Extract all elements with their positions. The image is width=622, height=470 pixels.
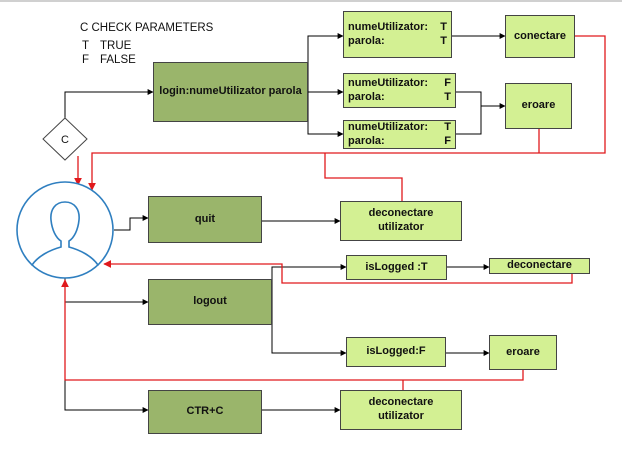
islogged-true-node: isLogged :T: [346, 255, 447, 280]
ctrc-node: CTR+C: [148, 390, 262, 434]
check-value: T: [440, 20, 447, 33]
edge-logout-islogged-f: [271, 302, 347, 356]
node-line: utilizator: [378, 410, 424, 422]
logout-node: logout: [148, 279, 272, 325]
islogged-false-node: isLogged:F: [346, 337, 446, 367]
edge-login-check-tf: [307, 92, 344, 137]
return-logout-eroare: [61, 279, 524, 381]
legend-item-true: T TRUE: [82, 40, 131, 52]
edge-check-tf-eroare: [456, 106, 482, 135]
decision-diamond: [42, 117, 88, 161]
edge-logout-islogged-t: [271, 264, 347, 302]
check-value: T: [440, 34, 447, 47]
legend-meaning: TRUE: [100, 40, 132, 52]
node-line: utilizator: [378, 221, 424, 233]
node-line: deconectare: [368, 396, 434, 409]
conectare-node: conectare: [505, 15, 575, 58]
quit-node: quit: [148, 196, 262, 243]
check-label: numeUtilizator:: [348, 76, 429, 89]
edge-avatar-quit: [114, 215, 149, 231]
legend-key: T: [82, 40, 90, 52]
edge-login-check-tt: [307, 33, 344, 92]
check-node-user-false-pass-true: numeUtilizator: F parola: T: [343, 73, 456, 108]
check-label: parola:: [348, 90, 385, 103]
legend-title: C CHECK PARAMETERS: [80, 22, 214, 34]
user-avatar-icon: [16, 181, 114, 279]
deconectare-utilizator-ctrc-node: deconectare utilizator: [340, 390, 462, 430]
top-border: [0, 0, 622, 2]
legend-meaning: FALSE: [100, 54, 136, 66]
edge-check-ft-eroare: [456, 91, 506, 109]
check-node-user-true-pass-false: numeUtilizator: T parola: F: [343, 120, 456, 149]
legend-key: F: [82, 54, 90, 66]
check-value: F: [444, 134, 451, 147]
check-value: F: [444, 76, 451, 89]
check-label: parola:: [348, 34, 385, 47]
edge-avatar-logout: [64, 278, 149, 305]
check-value: T: [444, 90, 451, 103]
decision-label: C: [61, 134, 69, 146]
check-label: parola:: [348, 134, 385, 147]
return-deconectare-quit: [324, 153, 403, 201]
return-conectare: [88, 35, 606, 191]
eroare-login-node: eroare: [505, 83, 572, 129]
node-line: deconectare: [368, 207, 434, 220]
login-node: login:numeUtilizator parola: [153, 62, 308, 122]
check-label: numeUtilizator:: [348, 20, 429, 33]
check-label: numeUtilizator:: [348, 120, 429, 133]
deconectare-logout-node: deconectare: [489, 258, 590, 274]
edge-decision-login: [64, 89, 154, 122]
return-logout-deconectare: [103, 260, 573, 284]
check-value: T: [444, 120, 451, 133]
eroare-logout-node: eroare: [489, 335, 557, 370]
deconectare-utilizator-quit-node: deconectare utilizator: [340, 201, 462, 241]
legend-item-false: F FALSE: [82, 54, 136, 66]
edge-avatar-ctrc: [64, 302, 149, 413]
check-node-user-true-pass-true: numeUtilizator: T parola: T: [343, 11, 452, 58]
